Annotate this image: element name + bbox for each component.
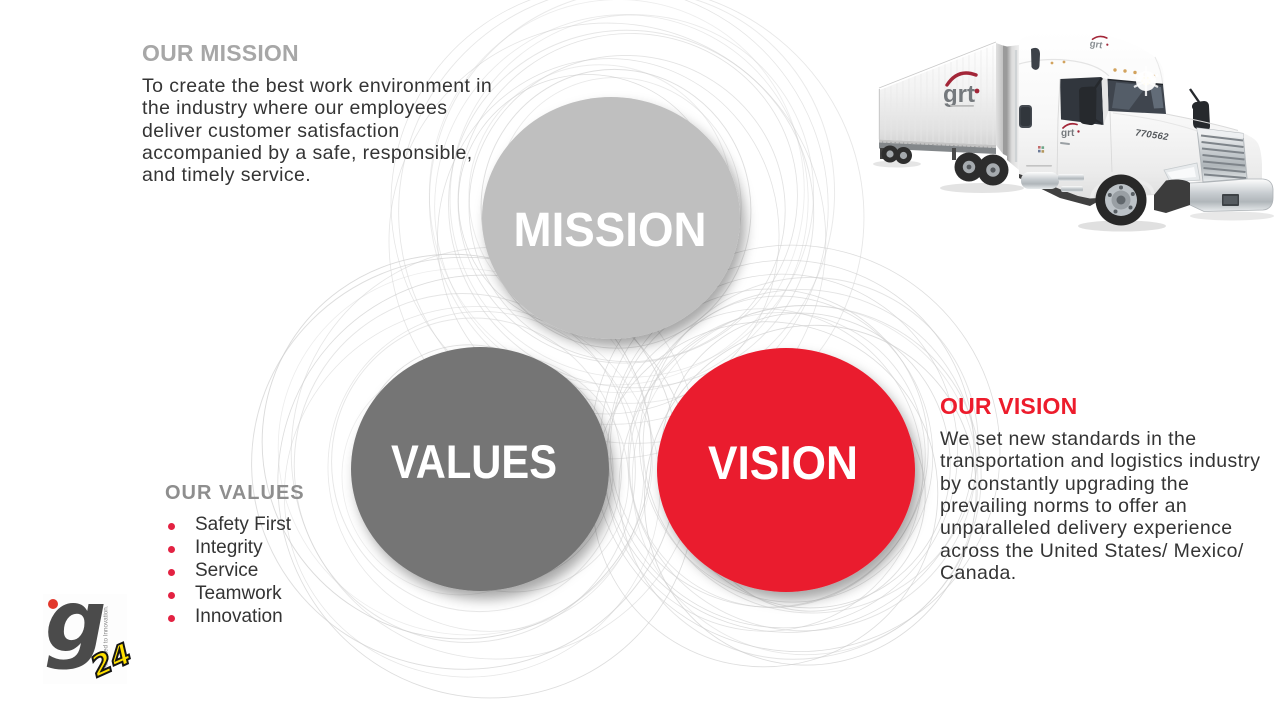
- ring: [331, 317, 623, 613]
- ring: [457, 33, 798, 364]
- truck-trailer: grt: [878, 41, 1007, 164]
- vision-circle-label: VISION: [708, 436, 858, 489]
- ring: [627, 289, 977, 632]
- values-list: Safety First Integrity Service Teamwork …: [165, 514, 395, 628]
- truck-image: grt grt: [873, 31, 1274, 232]
- vision-block: OUR VISION We set new standards in the t…: [940, 394, 1275, 584]
- vision-circle: VISION: [657, 348, 915, 592]
- ring: [604, 308, 924, 632]
- values-circle-label: VALUES: [391, 435, 557, 488]
- ring: [599, 259, 975, 633]
- values-item: Integrity: [165, 537, 395, 560]
- vision-text: We set new standards in the transportati…: [940, 428, 1261, 584]
- values-item: Safety First: [165, 514, 395, 537]
- mission-heading: OUR MISSION: [142, 40, 299, 66]
- truck-tractor: grt grt: [954, 31, 1274, 226]
- ring: [284, 306, 661, 678]
- truck-grille: [1196, 127, 1248, 183]
- svg-text:grt: grt: [1089, 38, 1104, 51]
- mission-block: OUR MISSION To create the best work envi…: [142, 41, 522, 187]
- mission-text: To create the best work environment in t…: [142, 75, 493, 187]
- ring: [428, 0, 805, 386]
- values-item: Service: [165, 560, 395, 583]
- ring: [639, 295, 934, 603]
- cab-decals: [1038, 146, 1045, 153]
- unit-number: 770562: [1135, 128, 1170, 144]
- door-logo: grt: [1061, 122, 1080, 139]
- trailer-logo: grt: [943, 71, 980, 108]
- vision-heading: OUR VISION: [940, 393, 1078, 419]
- ring: [642, 276, 979, 614]
- values-item: Innovation: [165, 606, 395, 629]
- values-circle: VALUES: [351, 347, 609, 591]
- bullet-icon: [168, 522, 175, 530]
- logo-dot-icon: [48, 599, 58, 609]
- values-block: OUR VALUES Safety First Integrity Servic…: [165, 483, 395, 628]
- ring: [449, 14, 815, 378]
- mission-circle-label: MISSION: [514, 204, 707, 257]
- ring: [607, 273, 958, 629]
- ring: [628, 312, 926, 608]
- logo-letter: g: [45, 572, 107, 672]
- roof-logo: grt: [1089, 35, 1109, 51]
- ring: [327, 311, 645, 632]
- ring: [277, 274, 697, 699]
- values-heading: OUR VALUES: [165, 482, 305, 504]
- ring: [468, 55, 786, 363]
- company-logo: g Addicted to Innovation. 24: [43, 572, 138, 685]
- values-item: Teamwork: [165, 583, 395, 606]
- mission-circle: MISSION: [482, 97, 740, 339]
- svg-text:grt: grt: [943, 81, 975, 108]
- ring: [591, 321, 939, 668]
- bullet-icon: [168, 591, 175, 599]
- ring: [448, 29, 815, 389]
- svg-text:grt: grt: [1061, 128, 1075, 139]
- bullet-icon: [168, 614, 175, 622]
- bullet-icon: [168, 568, 175, 576]
- bullet-icon: [168, 545, 175, 553]
